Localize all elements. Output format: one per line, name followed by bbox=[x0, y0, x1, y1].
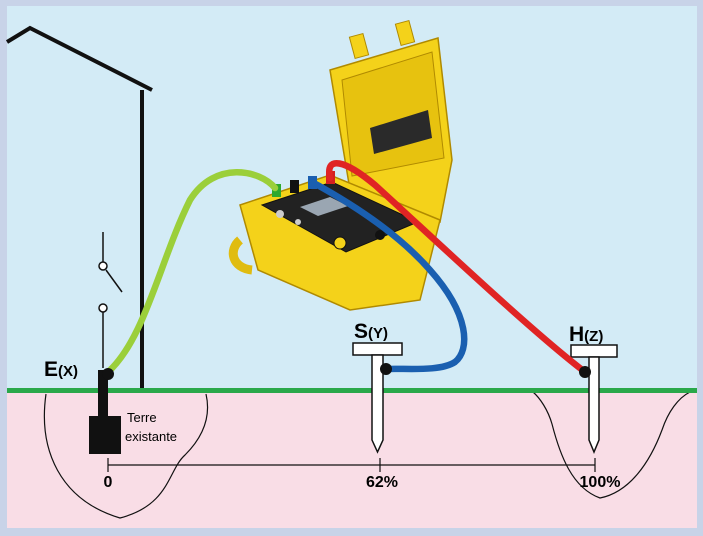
existing-earth-label-line2: existante bbox=[125, 429, 177, 444]
blue-lead bbox=[308, 178, 468, 373]
ground-stake-icon bbox=[570, 344, 618, 454]
scale-label-middle: 62% bbox=[366, 474, 398, 491]
switch-icon bbox=[98, 232, 123, 368]
green-lead bbox=[103, 169, 279, 377]
earth-connection-dot bbox=[102, 368, 114, 380]
soil-area bbox=[7, 390, 697, 528]
ground-stake-icon bbox=[352, 342, 403, 454]
aux-zone-outline bbox=[532, 391, 691, 499]
existing-earth-label-line1: Terre bbox=[127, 410, 157, 425]
house-icon bbox=[5, 25, 153, 390]
red-lead bbox=[326, 160, 589, 376]
probe-electrode-label: S(Y) bbox=[354, 320, 388, 343]
aux-electrode-label: H(Z) bbox=[569, 323, 603, 346]
scale-label-end: 100% bbox=[580, 474, 621, 491]
ground-line bbox=[7, 388, 697, 393]
earth-electrode-label: E(X) bbox=[44, 358, 78, 381]
existing-earth-electrode bbox=[89, 370, 121, 454]
probe-connection-dot bbox=[380, 363, 392, 375]
scale-label-start: 0 bbox=[104, 474, 113, 491]
distance-scale bbox=[107, 458, 596, 472]
aux-connection-dot bbox=[579, 366, 591, 378]
earth-zone-outline bbox=[43, 393, 209, 519]
